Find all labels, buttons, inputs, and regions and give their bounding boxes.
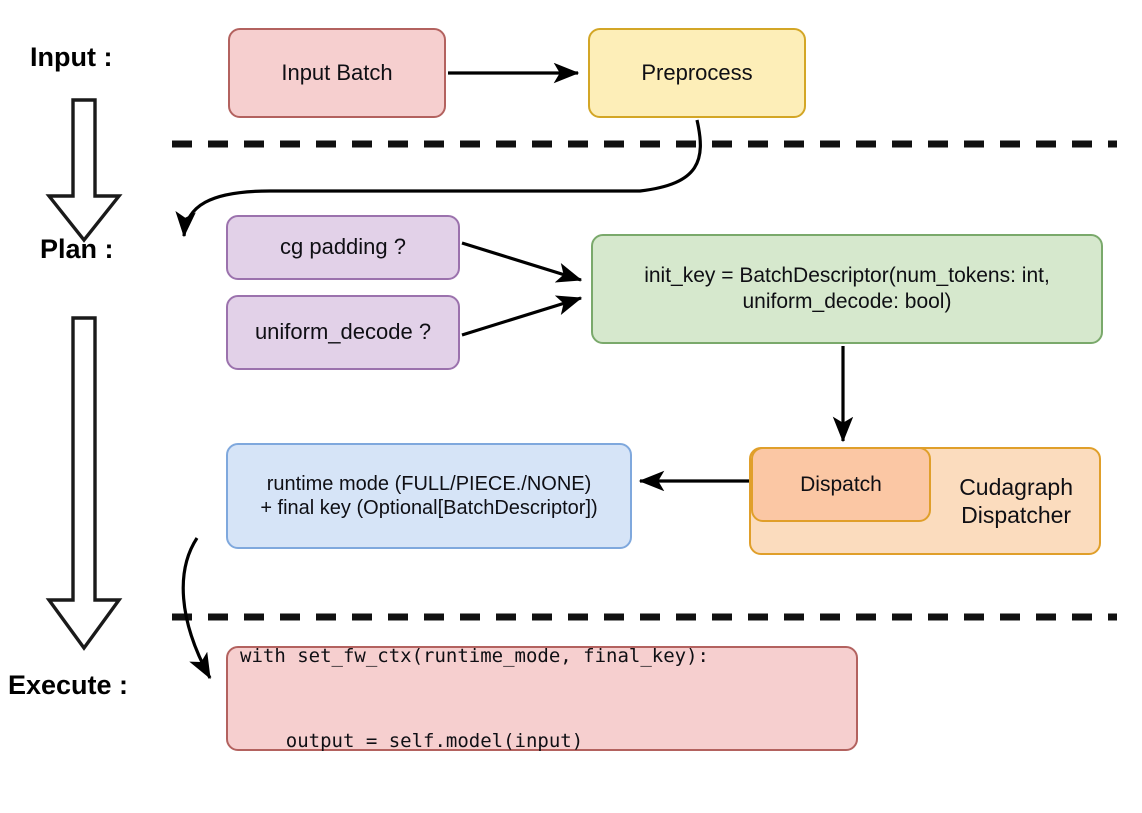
edge-runtime-mode-to-execute-code bbox=[181, 537, 212, 680]
node-execute-code-line1: with set_fw_ctx(runtime_mode, final_key)… bbox=[240, 644, 709, 667]
node-input-batch-label: Input Batch bbox=[281, 59, 393, 85]
node-uniform-decode[interactable]: uniform_decode ? bbox=[226, 295, 460, 370]
flow-arrow-plan-to-execute bbox=[45, 316, 123, 651]
stage-label-input: Input : bbox=[30, 42, 113, 72]
node-preprocess-label: Preprocess bbox=[641, 59, 753, 85]
node-runtime-mode[interactable]: runtime mode (FULL/PIECE./NONE) + final … bbox=[226, 443, 632, 549]
node-runtime-mode-line2: + final key (Optional[BatchDescriptor]) bbox=[260, 497, 598, 519]
node-init-key[interactable]: init_key = BatchDescriptor(num_tokens: i… bbox=[591, 234, 1103, 344]
node-runtime-mode-line1: runtime mode (FULL/PIECE./NONE) bbox=[266, 472, 592, 495]
edge-cg-padding-to-init-key bbox=[461, 241, 583, 283]
node-cg-padding-label: cg padding ? bbox=[280, 234, 406, 260]
node-uniform-decode-label: uniform_decode ? bbox=[254, 319, 432, 345]
node-preprocess[interactable]: Preprocess bbox=[588, 28, 806, 118]
node-dispatch[interactable]: Dispatch bbox=[751, 447, 931, 522]
edge-uniform-decode-to-init-key bbox=[461, 295, 583, 337]
node-execute-code-line2: output = self.model(input) bbox=[240, 730, 584, 752]
diagram-canvas bbox=[45, 62, 1117, 680]
edge-preprocess-to-cg-padding bbox=[175, 119, 702, 238]
node-input-batch[interactable]: Input Batch bbox=[228, 28, 446, 118]
node-init-key-line1: init_key = BatchDescriptor(num_tokens: i… bbox=[644, 264, 1050, 288]
node-cudagraph-dispatcher-line1: Cudagraph bbox=[959, 473, 1073, 500]
stage-label-plan: Plan : bbox=[40, 234, 114, 264]
node-cg-padding[interactable]: cg padding ? bbox=[226, 215, 460, 280]
node-cudagraph-dispatcher-line2: Dispatcher bbox=[961, 502, 1072, 528]
node-init-key-line2: uniform_decode: bool) bbox=[742, 290, 952, 313]
stage-label-execute: Execute : bbox=[8, 670, 129, 700]
node-execute-code[interactable]: with set_fw_ctx(runtime_mode, final_key)… bbox=[226, 645, 858, 752]
node-dispatch-label: Dispatch bbox=[800, 472, 882, 496]
flow-arrow-input-to-plan bbox=[45, 98, 123, 243]
